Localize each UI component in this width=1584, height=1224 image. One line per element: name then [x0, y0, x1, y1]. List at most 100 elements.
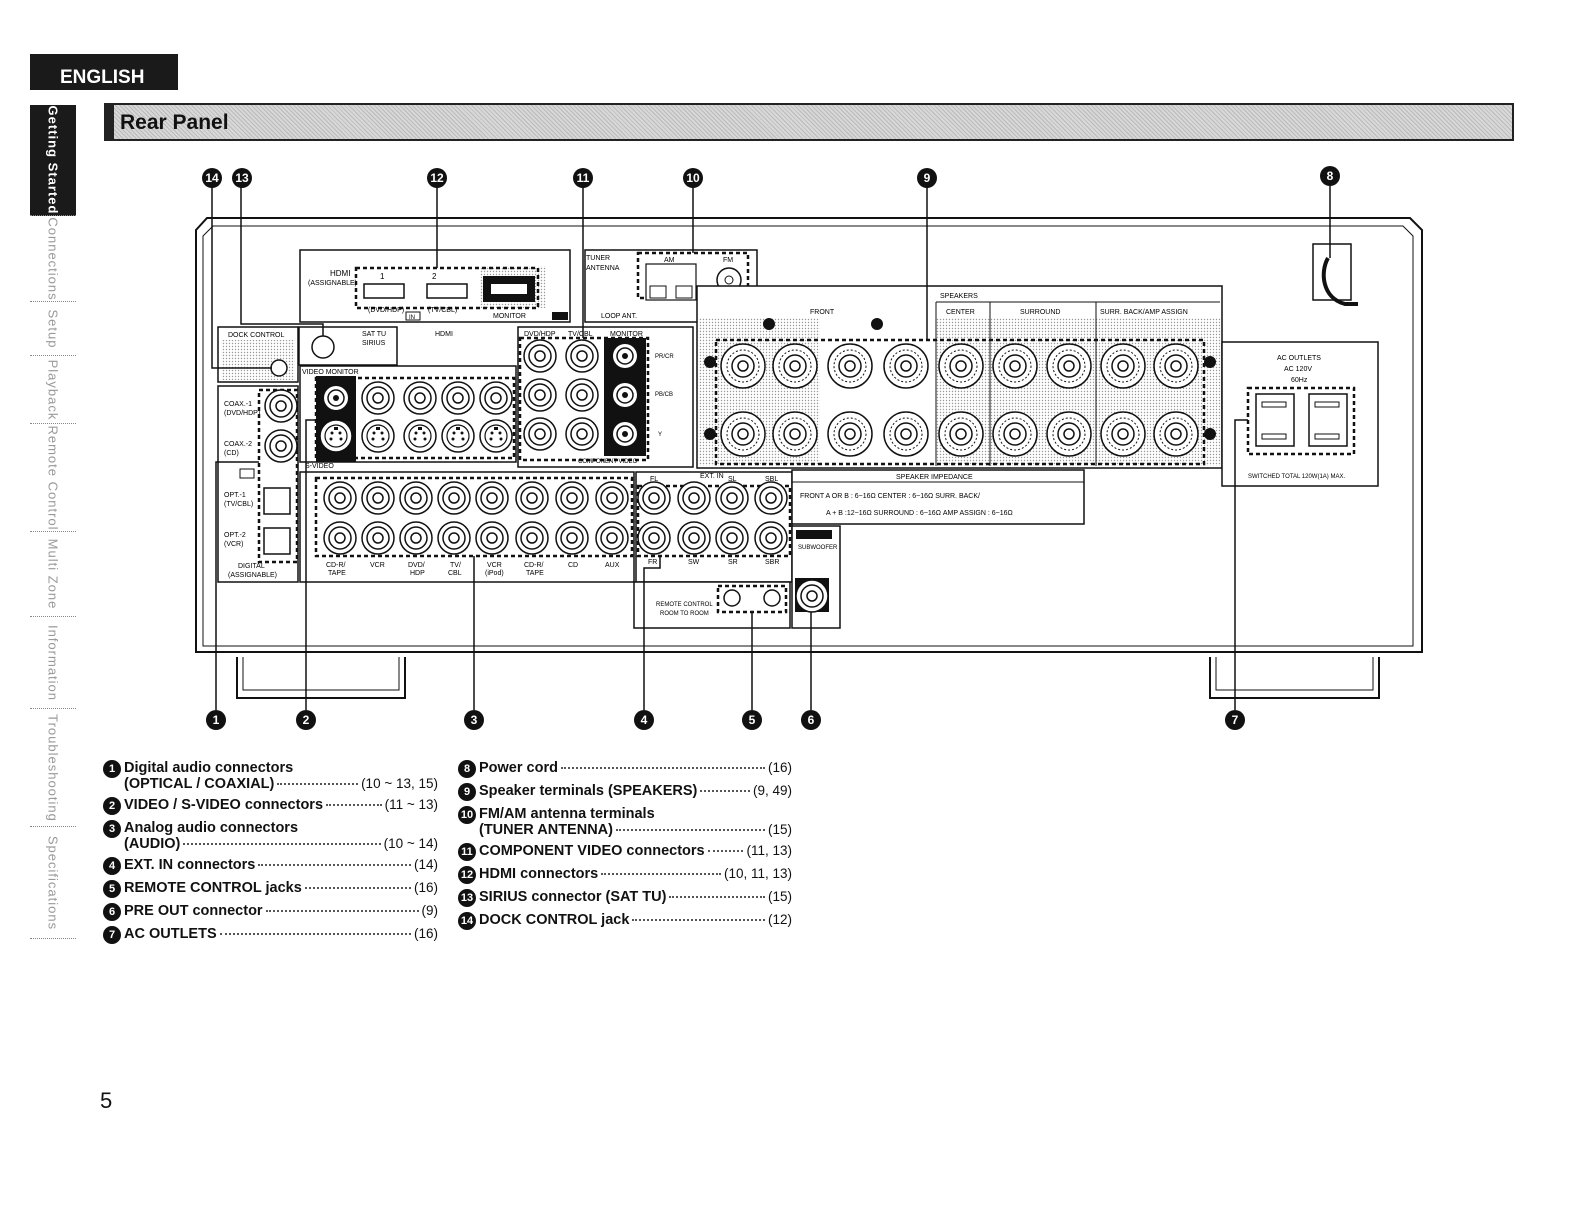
svg-text:COAX.-2: COAX.-2 — [224, 441, 252, 448]
rear-panel-diagram: HDMI(ASSIGNABLE) 1 2 (DVD/HDP) (TV/CBL) … — [195, 166, 1423, 730]
nav-getting-started[interactable]: Getting Started — [30, 105, 76, 216]
nav-troubleshooting[interactable]: Troubleshooting — [30, 709, 76, 827]
svg-text:SUBWOOFER: SUBWOOFER — [798, 545, 838, 551]
svg-text:AUX: AUX — [605, 562, 620, 569]
svg-text:SBL: SBL — [765, 476, 778, 483]
svg-text:ROOM TO ROOM: ROOM TO ROOM — [660, 611, 709, 617]
legend-item: 11 COMPONENT VIDEO connectors(11, 13) — [458, 843, 792, 861]
svg-text:TAPE: TAPE — [526, 570, 544, 577]
svg-text:FRONT A OR B : 6~16Ω CENTER: FRONT A OR B : 6~16Ω CENTER : 6~16Ω SURR… — [800, 493, 980, 500]
svg-text:OPT.-2: OPT.-2 — [224, 532, 246, 539]
svg-text:AC 120V: AC 120V — [1284, 366, 1312, 373]
svg-text:PB/CB: PB/CB — [655, 392, 673, 398]
svg-text:HDMI: HDMI — [435, 331, 453, 338]
svg-text:(iPod): (iPod) — [485, 570, 504, 577]
section-title-bar: Rear Panel — [104, 103, 1514, 141]
svg-text:DOCK CONTROL: DOCK CONTROL — [228, 332, 285, 339]
svg-text:6: 6 — [808, 713, 815, 727]
legend-item: 6 PRE OUT connector(9) — [103, 903, 438, 921]
svg-text:CENTER: CENTER — [946, 309, 975, 316]
svg-text:13: 13 — [235, 171, 249, 185]
svg-text:COAX.-1: COAX.-1 — [224, 401, 252, 408]
svg-text:TV/CBL: TV/CBL — [568, 331, 593, 338]
svg-text:FR: FR — [648, 559, 657, 566]
svg-text:IN: IN — [409, 315, 415, 321]
legend-item: 12 HDMI connectors(10, 11, 13) — [458, 866, 792, 884]
legend-item: 4 EXT. IN connectors(14) — [103, 857, 438, 875]
svg-text:EXT. IN: EXT. IN — [700, 473, 724, 480]
legend-item: 10 FM/AM antenna terminals (TUNER ANTENN… — [458, 806, 792, 838]
svg-text:FM: FM — [723, 257, 733, 264]
svg-text:REMOTE CONTROL: REMOTE CONTROL — [656, 602, 713, 608]
legend-item: 3 Analog audio connectors (AUDIO)(10 ~ 1… — [103, 820, 438, 852]
svg-text:CBL: CBL — [448, 570, 462, 577]
legend-item: 5 REMOTE CONTROL jacks(16) — [103, 880, 438, 898]
svg-text:S-VIDEO: S-VIDEO — [305, 463, 334, 470]
svg-text:7: 7 — [1232, 713, 1239, 727]
svg-text:MONITOR: MONITOR — [493, 313, 526, 320]
svg-text:SURR. BACK/AMP ASSIGN: SURR. BACK/AMP ASSIGN — [1100, 309, 1188, 316]
svg-text:LOOP ANT.: LOOP ANT. — [601, 313, 637, 320]
svg-text:Y: Y — [658, 432, 662, 438]
svg-text:AC OUTLETS: AC OUTLETS — [1277, 355, 1321, 362]
svg-text:(ASSIGNABLE): (ASSIGNABLE) — [308, 280, 357, 287]
svg-text:(TV/CBL): (TV/CBL) — [428, 307, 457, 314]
section-title: Rear Panel — [120, 111, 229, 134]
svg-text:OPT.-1: OPT.-1 — [224, 492, 246, 499]
svg-text:DVD/: DVD/ — [408, 562, 425, 569]
nav-remote-control[interactable]: Remote Control — [30, 424, 76, 532]
svg-text:VIDEO MONITOR: VIDEO MONITOR — [302, 369, 359, 376]
svg-text:COMPONENT VIDEO: COMPONENT VIDEO — [578, 459, 638, 465]
svg-text:TAPE: TAPE — [328, 570, 346, 577]
svg-text:SIRIUS: SIRIUS — [362, 340, 386, 347]
svg-text:CD-R/: CD-R/ — [524, 562, 543, 569]
svg-text:60Hz: 60Hz — [1291, 377, 1308, 384]
callout-markers: 14 13 12 11 10 9 8 1 2 3 4 5 6 7 — [202, 166, 1340, 730]
nav-setup[interactable]: Setup — [30, 302, 76, 356]
svg-text:ANTENNA: ANTENNA — [586, 265, 620, 272]
svg-text:2: 2 — [303, 713, 310, 727]
nav-playback[interactable]: Playback — [30, 356, 76, 424]
svg-text:10: 10 — [686, 171, 700, 185]
svg-text:(VCR): (VCR) — [224, 541, 243, 548]
svg-text:(CD): (CD) — [224, 450, 239, 457]
svg-text:SW: SW — [688, 559, 700, 566]
legend-item: 8 Power cord(16) — [458, 760, 792, 778]
svg-text:SWITCHED TOTAL 120W(1A) MAX.: SWITCHED TOTAL 120W(1A) MAX. — [1248, 474, 1345, 480]
svg-text:SAT TU: SAT TU — [362, 331, 386, 338]
svg-text:MONITOR: MONITOR — [610, 331, 643, 338]
svg-text:(ASSIGNABLE): (ASSIGNABLE) — [228, 572, 277, 579]
svg-text:1: 1 — [380, 272, 385, 281]
svg-text:DVD/HDP: DVD/HDP — [524, 331, 556, 338]
svg-text:(DVD/HDP): (DVD/HDP) — [224, 410, 260, 417]
svg-text:A + B :12~16Ω SURROUND : 6~1: A + B :12~16Ω SURROUND : 6~16Ω AMP ASSIG… — [826, 510, 1013, 517]
svg-text:4: 4 — [641, 713, 648, 727]
nav-multi-zone[interactable]: Multi Zone — [30, 532, 76, 617]
svg-text:(TV/CBL): (TV/CBL) — [224, 501, 253, 508]
nav-connections[interactable]: Connections — [30, 216, 76, 302]
legend-item: 9 Speaker terminals (SPEAKERS)(9, 49) — [458, 783, 792, 801]
legend-item: 1 Digital audio connectors (OPTICAL / CO… — [103, 760, 438, 792]
nav-specifications[interactable]: Specifications — [30, 827, 76, 939]
svg-text:(DVD/HDP): (DVD/HDP) — [368, 307, 404, 314]
svg-text:AM: AM — [664, 257, 675, 264]
legend-right: 8 Power cord(16) 9 Speaker terminals (SP… — [458, 760, 792, 935]
legend-item: 14 DOCK CONTROL jack(12) — [458, 912, 792, 930]
svg-text:SPEAKER IMPEDANCE: SPEAKER IMPEDANCE — [896, 474, 973, 481]
svg-text:CD: CD — [568, 562, 578, 569]
side-nav: Getting Started Connections Setup Playba… — [30, 105, 76, 939]
svg-text:12: 12 — [430, 171, 444, 185]
legend-item: 2 VIDEO / S-VIDEO connectors(11 ~ 13) — [103, 797, 438, 815]
svg-text:CD-R/: CD-R/ — [326, 562, 345, 569]
svg-text:SURROUND: SURROUND — [1020, 309, 1060, 316]
language-tab: ENGLISH — [30, 54, 178, 90]
svg-text:SL: SL — [728, 476, 737, 483]
svg-text:SPEAKERS: SPEAKERS — [940, 293, 978, 300]
svg-text:FL: FL — [650, 476, 658, 483]
legend-item: 13 SIRIUS connector (SAT TU)(15) — [458, 889, 792, 907]
svg-text:TUNER: TUNER — [586, 255, 610, 262]
nav-information[interactable]: Information — [30, 617, 76, 709]
svg-text:VCR: VCR — [370, 562, 385, 569]
svg-text:1: 1 — [213, 713, 220, 727]
legend-left: 1 Digital audio connectors (OPTICAL / CO… — [103, 760, 438, 949]
